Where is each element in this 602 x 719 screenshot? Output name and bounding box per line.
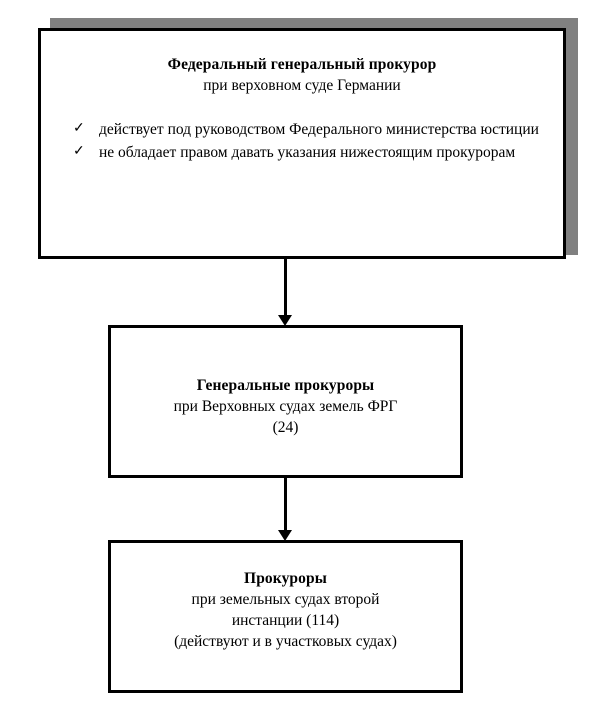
arrow-shaft <box>284 478 287 532</box>
node-general-prosecutors: Генеральные прокуроры при Верховных суда… <box>108 325 463 478</box>
box-shadow-top-edge <box>50 18 578 28</box>
check-icon: ✓ <box>73 144 85 160</box>
node-federal-prosecutor-general: Федеральный генеральный прокурор при вер… <box>38 28 566 259</box>
node-line-prosecutors-3: (действуют и в участковых судах) <box>174 632 397 650</box>
node-line-general-prosecutors-2: (24) <box>272 418 299 436</box>
node-content: Федеральный генеральный прокурор при вер… <box>41 31 563 165</box>
arrow-shaft <box>284 259 287 317</box>
box-shadow-right-edge <box>566 18 578 255</box>
node-prosecutors: Прокуроры при земельных судах второй инс… <box>108 540 463 693</box>
arrow-head-icon <box>278 315 292 326</box>
bullet-text: не обладает правом давать указания нижес… <box>99 144 516 162</box>
node-content: Прокуроры при земельных судах второй инс… <box>111 543 460 653</box>
check-icon: ✓ <box>73 120 85 136</box>
bullet-list: ✓ действует под руководством Федеральног… <box>61 119 543 165</box>
list-item: ✓ действует под руководством Федеральног… <box>61 119 543 141</box>
list-item: ✓ не обладает правом давать указания ниж… <box>61 142 543 164</box>
node-content: Генеральные прокуроры при Верховных суда… <box>111 328 460 439</box>
node-title-federal-prosecutor-general: Федеральный генеральный прокурор <box>167 56 437 73</box>
node-subtitle-federal-prosecutor-general: при верховном суде Германии <box>203 76 401 94</box>
node-line-prosecutors-2: инстанции (114) <box>231 611 340 629</box>
node-title-general-prosecutors: Генеральные прокуроры <box>196 377 375 394</box>
node-line-prosecutors-1: при земельных судах второй <box>191 590 380 608</box>
bullet-text: действует под руководством Федерального … <box>99 120 539 138</box>
node-title-prosecutors: Прокуроры <box>244 570 327 587</box>
arrow-head-icon <box>278 530 292 541</box>
node-line-general-prosecutors-1: при Верховных судах земель ФРГ <box>173 397 398 415</box>
